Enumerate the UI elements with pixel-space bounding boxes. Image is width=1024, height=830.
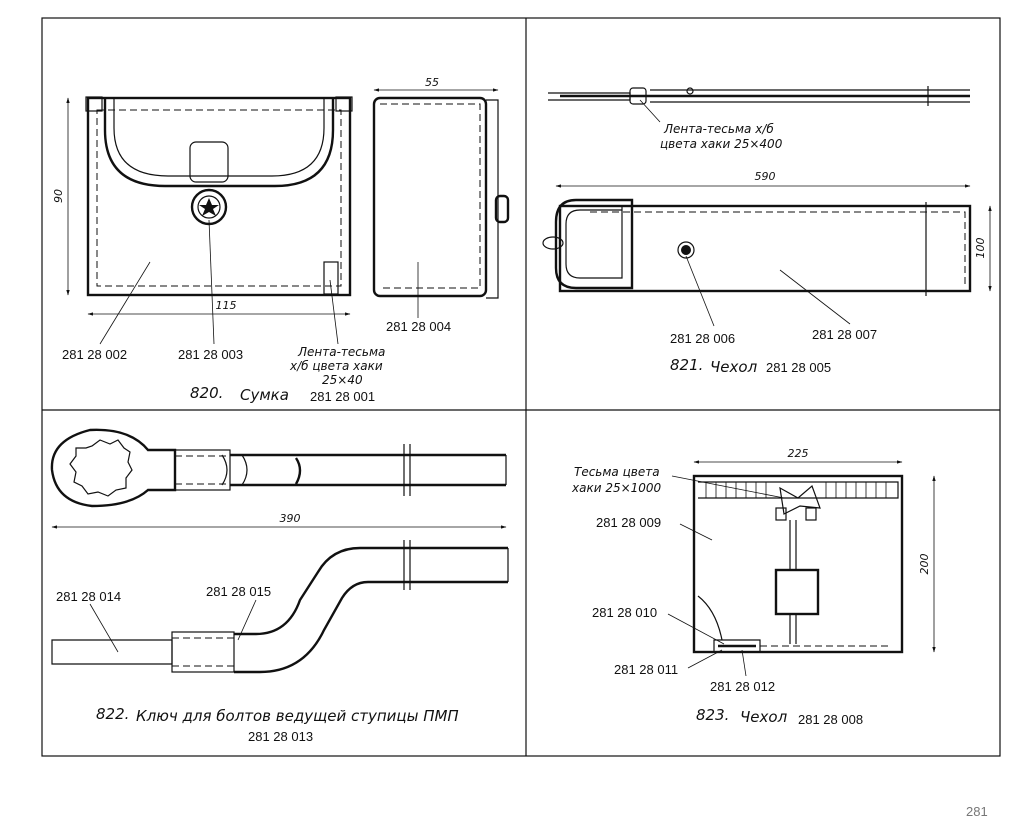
dim-height-200: 200 xyxy=(918,554,931,575)
figure-number: 820. xyxy=(190,384,223,402)
part-281-28-007: 281 28 007 xyxy=(812,327,877,342)
figure-number: 821. xyxy=(670,356,703,374)
cover-drawing xyxy=(542,198,972,296)
panel-822: 390 281 28 014 281 28 015 822. Ключ для … xyxy=(50,428,509,744)
dim-width-225: 225 xyxy=(788,447,809,460)
dim-side-55: 55 xyxy=(425,76,439,89)
part-281-28-010: 281 28 010 xyxy=(592,605,657,620)
part-281-28-009: 281 28 009 xyxy=(596,515,661,530)
tape-note-line-1: Тесьма цвета xyxy=(574,465,660,479)
tape-note-line-3: 25×40 xyxy=(322,373,363,387)
tape-note-line-2: х/б цвета хаки xyxy=(289,359,383,373)
wrench-top-drawing xyxy=(50,428,507,508)
part-281-28-003: 281 28 003 xyxy=(178,347,243,362)
figure-code: 281 28 013 xyxy=(248,729,313,744)
leader-011 xyxy=(687,649,723,669)
cover-823-drawing xyxy=(692,474,904,654)
leader-tape xyxy=(639,99,661,123)
part-281-28-011: 281 28 011 xyxy=(614,662,678,677)
leader-014 xyxy=(89,603,119,653)
wrench-bottom-drawing xyxy=(51,540,509,674)
part-281-28-012: 281 28 012 xyxy=(710,679,775,694)
page-number: 281 xyxy=(966,804,988,819)
dim-height-90: 90 xyxy=(52,189,65,203)
bag-side-drawing xyxy=(372,96,510,299)
leader-009 xyxy=(679,523,713,541)
bag-front-drawing xyxy=(85,96,353,297)
figure-title: Сумка xyxy=(240,386,289,404)
leader-lines xyxy=(99,219,419,345)
figure-code: 281 28 001 xyxy=(310,389,375,404)
leader-006 xyxy=(685,255,715,327)
panel-823: 225 200 Тесьма цвета хаки 25×1000 281 28… xyxy=(571,447,936,727)
dim-width-115: 115 xyxy=(216,299,237,312)
tape-note-line-2: цвета хаки 25×400 xyxy=(660,137,783,151)
figure-title: Ключ для болтов ведущей ступицы ПМП xyxy=(136,707,459,725)
strap-drawing xyxy=(548,86,970,106)
leader-tape xyxy=(671,475,785,499)
figure-code: 281 28 005 xyxy=(766,360,831,375)
figure-number: 822. xyxy=(96,705,129,723)
figure-title: Чехол xyxy=(740,708,788,726)
dim-height-100: 100 xyxy=(974,238,987,259)
figure-code: 281 28 008 xyxy=(798,712,863,727)
figure-title: Чехол xyxy=(710,358,758,376)
part-281-28-002: 281 28 002 xyxy=(62,347,127,362)
figure-number: 823. xyxy=(696,706,729,724)
leader-007 xyxy=(779,269,851,325)
part-281-28-006: 281 28 006 xyxy=(670,331,735,346)
dimension-lines xyxy=(66,88,499,316)
part-281-28-004: 281 28 004 xyxy=(386,319,451,334)
leader-012 xyxy=(741,649,747,677)
tape-note-line-2: хаки 25×1000 xyxy=(571,481,662,495)
leader-010 xyxy=(667,613,725,645)
tape-note-line-1: Лента-тесьма х/б xyxy=(663,122,774,136)
sheet-frame xyxy=(41,17,1001,757)
part-281-28-014: 281 28 014 xyxy=(56,589,121,604)
panel-821: 590 100 Лента-тесьма х/б цвета хаки 25×4… xyxy=(542,86,992,376)
dim-length-590: 590 xyxy=(755,170,776,183)
leader-015 xyxy=(237,599,257,641)
panel-820: 90 115 55 281 28 002 281 28 003 281 28 0… xyxy=(52,76,510,404)
dim-length-390: 390 xyxy=(280,512,301,525)
tape-note-line-1: Лента-тесьма xyxy=(297,345,385,359)
part-281-28-015: 281 28 015 xyxy=(206,584,271,599)
